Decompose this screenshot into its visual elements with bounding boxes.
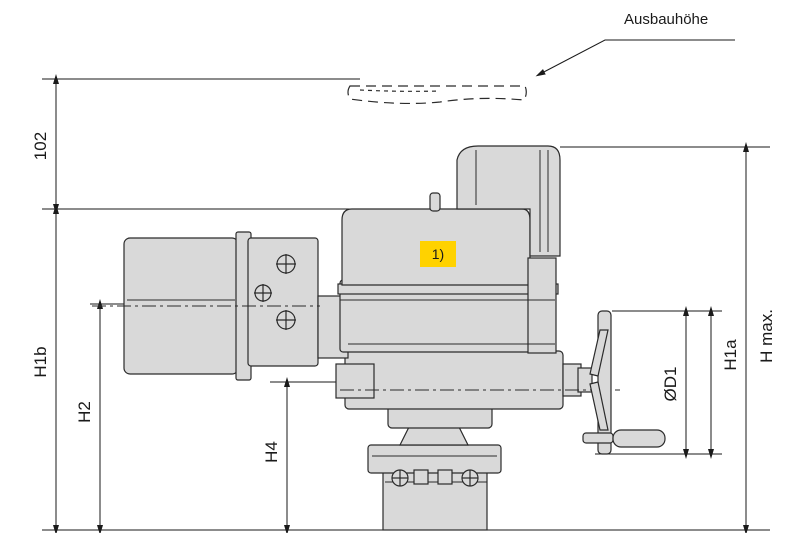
handwheel-crank-arm [582, 432, 614, 444]
dim-hmax-label: H max. [757, 309, 776, 363]
actuator-body [123, 145, 593, 531]
cover-side-block [527, 257, 557, 354]
cover-top-stub [429, 192, 441, 212]
mounting-flange [367, 444, 502, 474]
note-badge-label: 1) [432, 246, 444, 262]
detail-lines [92, 150, 620, 483]
dim-102-label: 102 [31, 132, 50, 160]
lower-lug [335, 363, 375, 399]
removal-height-outline [347, 85, 527, 105]
upper-control-unit [456, 145, 561, 257]
removal-height-leader [535, 39, 735, 77]
lower-gearbox [344, 350, 564, 410]
dim-od1-label: ØD1 [661, 367, 680, 402]
dim-h4-label: H4 [262, 441, 281, 463]
terminal-box-screws [254, 254, 296, 330]
handwheel-shaft-collar [577, 367, 593, 393]
dimension-lines [42, 39, 770, 533]
dim-h1b-label: H1b [31, 346, 50, 377]
flange-bolts [391, 469, 479, 487]
removal-height-label: Ausbauhöhe [624, 11, 708, 28]
handwheel [582, 310, 666, 455]
handwheel-spokes [589, 329, 609, 431]
handwheel-crank-handle [612, 429, 666, 448]
dim-h1a-label: H1a [721, 339, 740, 371]
dim-h2-label: H2 [75, 401, 94, 423]
note-badge [420, 241, 456, 267]
